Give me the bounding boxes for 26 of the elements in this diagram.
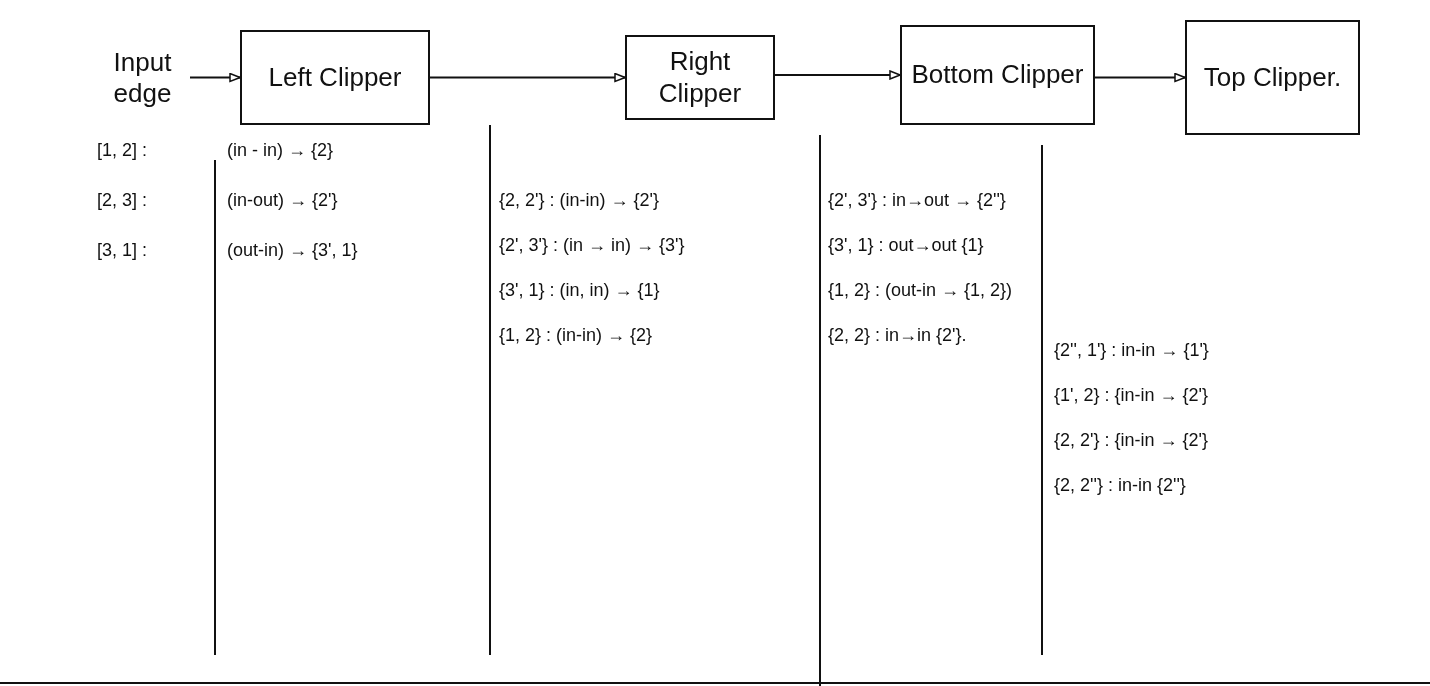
clip-rule-text: {3', 1} : out→out {1} (826, 235, 986, 256)
clip-rule-text: {2', 3'} : (in → in) → {3'} (497, 235, 687, 256)
clip-rule-text: (in-out) → {2'} (225, 190, 340, 211)
clip-rule-text: {3', 1} : (in, in) → {1} (497, 280, 662, 301)
process-box (625, 35, 775, 120)
process-box (900, 25, 1095, 125)
arrow (1094, 72, 1186, 83)
input-label: Input edge (112, 46, 173, 110)
box-label: Right Clipper (657, 46, 743, 109)
arrow (189, 72, 241, 83)
clip-rule-text: {2, 2'} : (in-in) → {2'} (497, 190, 661, 211)
process-box (1185, 20, 1360, 135)
box-label: Bottom Clipper (911, 59, 1084, 91)
clip-rule-text: {1, 2} : (in-in) → {2} (497, 325, 655, 346)
clip-rule-text: (out-in) → {3', 1} (225, 240, 360, 261)
arrow (774, 70, 901, 80)
clip-rule-text: {2', 3'} : in→out → {2''} (826, 190, 1008, 211)
arrow (429, 72, 626, 83)
clip-rule-text: {2'', 1'} : in-in → {1'} (1052, 340, 1211, 361)
clip-rule-text: (in - in) → {2} (225, 140, 336, 161)
clip-rule-text: {1', 2} : {in-in → {2'} (1052, 385, 1210, 406)
clip-rule-text: {2, 2'} : {in-in → {2'} (1052, 430, 1210, 451)
box-label: Top Clipper. (1203, 61, 1342, 94)
box-label: Left Clipper (268, 61, 402, 94)
clip-rule-text: {2, 2''} : in-in {2''} (1052, 475, 1188, 496)
process-box (240, 30, 430, 125)
